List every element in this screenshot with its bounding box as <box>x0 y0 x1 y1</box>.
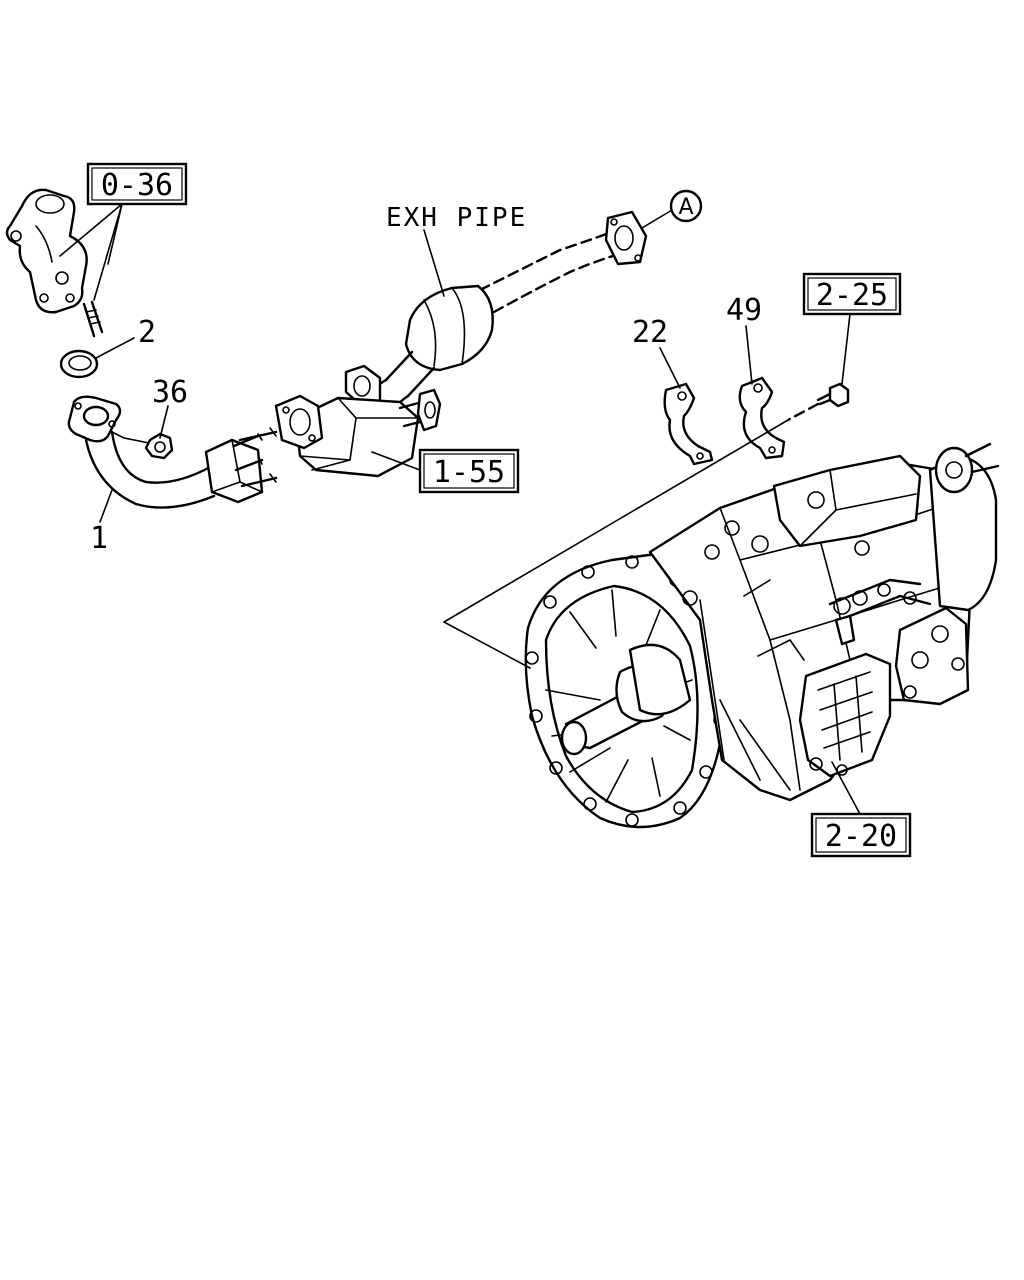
reference-box-0-36[interactable]: 0-36 <box>86 162 188 206</box>
ref-1-55-label: 1-55 <box>433 455 505 490</box>
bolt-2-25 <box>786 382 850 422</box>
part-49-label: 49 <box>726 293 762 328</box>
exhaust-manifold-drawing <box>5 188 104 338</box>
front-exhaust-pipe-part-1 <box>67 395 278 509</box>
ref-2-20-label: 2-20 <box>825 819 897 854</box>
nut-part-36 <box>144 432 174 460</box>
exh-pipe-label: EXH PIPE <box>386 203 527 233</box>
circle-a-label: A <box>678 195 693 220</box>
part-2-label: 2 <box>138 315 156 350</box>
part-1-label: 1 <box>90 521 108 556</box>
reference-box-1-55[interactable]: 1-55 <box>418 448 520 494</box>
circle-a-marker: A <box>669 189 703 223</box>
exhaust-pipe-assembly <box>274 210 648 478</box>
leader-lines <box>59 203 861 815</box>
bracket-part-22 <box>663 382 714 466</box>
part-36-label: 36 <box>152 375 188 410</box>
reference-box-2-20[interactable]: 2-20 <box>810 812 912 858</box>
ref-2-25-label: 2-25 <box>816 278 888 313</box>
transmission-drawing <box>524 442 1000 829</box>
ref-0-36-label: 0-36 <box>101 168 173 203</box>
bracket-part-49 <box>738 376 786 460</box>
part-22-label: 22 <box>632 315 668 350</box>
reference-box-2-25[interactable]: 2-25 <box>802 272 902 316</box>
gasket-part-2 <box>59 349 99 379</box>
